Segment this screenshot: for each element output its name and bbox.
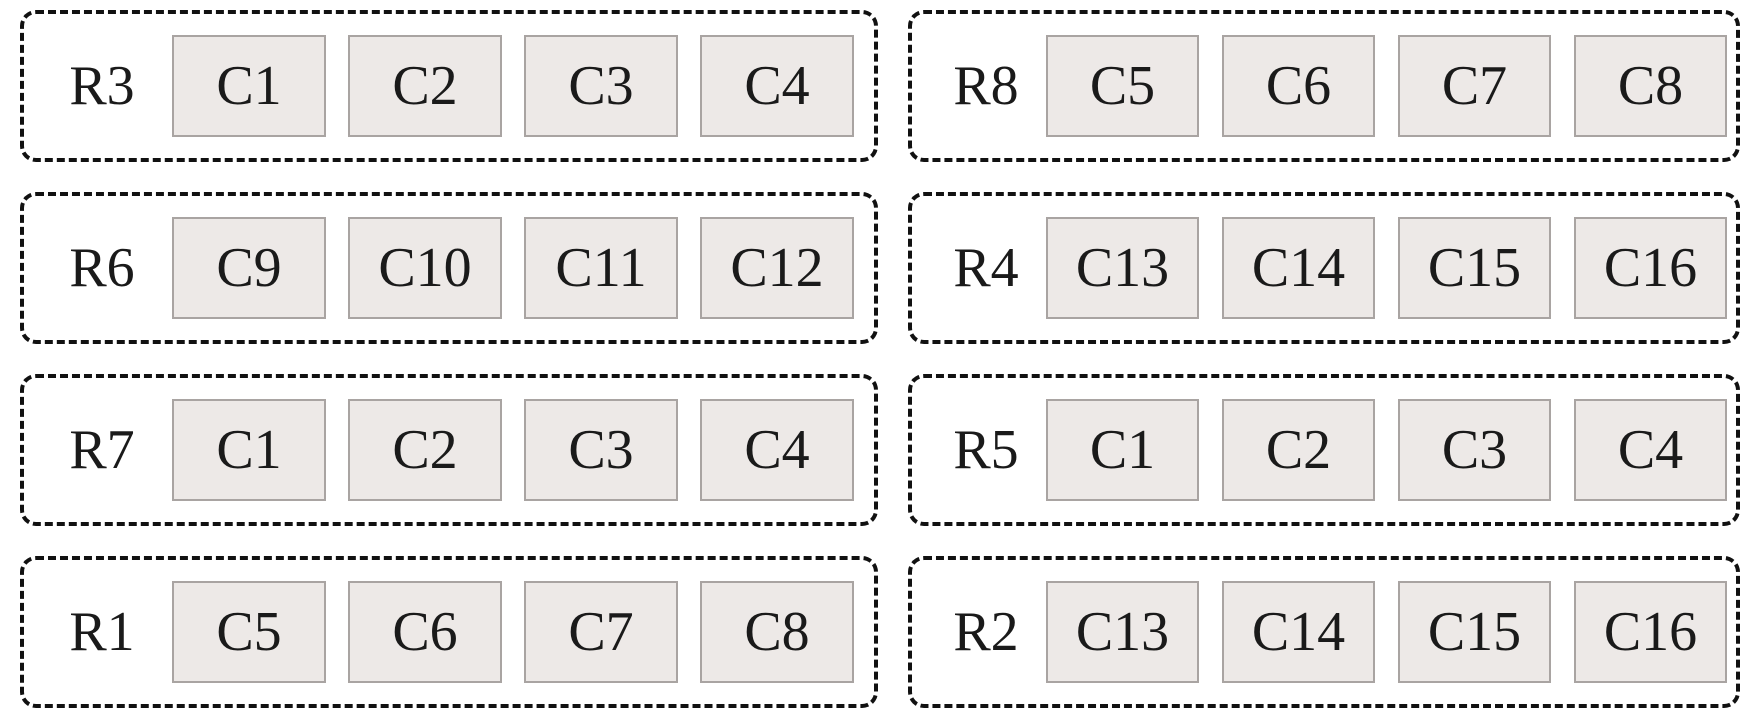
group-label: R1 <box>69 601 135 663</box>
group-r3: R3 C1 C2 C3 C4 <box>20 10 878 162</box>
group-r7: R7 C1 C2 C3 C4 <box>20 374 878 526</box>
cell-box: C14 <box>1222 217 1375 319</box>
cell-box: C16 <box>1574 581 1727 683</box>
cell-row: C5 C6 C7 C8 <box>172 581 854 683</box>
cell-box: C11 <box>524 217 678 319</box>
cell-box: C5 <box>172 581 326 683</box>
group-r8: R8 C5 C6 C7 C8 <box>908 10 1740 162</box>
cell-box: C2 <box>1222 399 1375 501</box>
cell-box: C2 <box>348 35 502 137</box>
cell-box: C3 <box>524 35 678 137</box>
cell-box: C5 <box>1046 35 1199 137</box>
cell-box: C15 <box>1398 217 1551 319</box>
cell-box: C4 <box>700 399 854 501</box>
group-r4: R4 C13 C14 C15 C16 <box>908 192 1740 344</box>
cell-box: C8 <box>1574 35 1727 137</box>
group-label: R2 <box>953 601 1019 663</box>
cell-box: C7 <box>524 581 678 683</box>
cell-row: C9 C10 C11 C12 <box>172 217 854 319</box>
cell-row: C5 C6 C7 C8 <box>1046 35 1727 137</box>
group-r5: R5 C1 C2 C3 C4 <box>908 374 1740 526</box>
group-r6: R6 C9 C10 C11 C12 <box>20 192 878 344</box>
cell-box: C8 <box>700 581 854 683</box>
group-label: R5 <box>953 419 1019 481</box>
cell-row: C1 C2 C3 C4 <box>172 399 854 501</box>
cell-box: C3 <box>1398 399 1551 501</box>
cell-row: C13 C14 C15 C16 <box>1046 217 1727 319</box>
cell-box: C13 <box>1046 217 1199 319</box>
group-label: R4 <box>953 237 1019 299</box>
cell-box: C9 <box>172 217 326 319</box>
group-label: R8 <box>953 55 1019 117</box>
group-r1: R1 C5 C6 C7 C8 <box>20 556 878 708</box>
cell-box: C6 <box>348 581 502 683</box>
cell-box: C1 <box>172 399 326 501</box>
cell-box: C1 <box>172 35 326 137</box>
cell-box: C7 <box>1398 35 1551 137</box>
cell-row: C1 C2 C3 C4 <box>172 35 854 137</box>
group-label: R6 <box>69 237 135 299</box>
cell-box: C4 <box>700 35 854 137</box>
cell-row: C13 C14 C15 C16 <box>1046 581 1727 683</box>
group-r2: R2 C13 C14 C15 C16 <box>908 556 1740 708</box>
cell-box: C10 <box>348 217 502 319</box>
cell-box: C4 <box>1574 399 1727 501</box>
group-label: R3 <box>69 55 135 117</box>
group-label: R7 <box>69 419 135 481</box>
cell-box: C2 <box>348 399 502 501</box>
cell-box: C16 <box>1574 217 1727 319</box>
cell-box: C14 <box>1222 581 1375 683</box>
cell-box: C3 <box>524 399 678 501</box>
cell-box: C15 <box>1398 581 1551 683</box>
cell-box: C1 <box>1046 399 1199 501</box>
cell-row: C1 C2 C3 C4 <box>1046 399 1727 501</box>
diagram-grid: R3 C1 C2 C3 C4 R8 C5 C6 C7 C8 R6 C9 C10 … <box>20 10 1740 708</box>
cell-box: C12 <box>700 217 854 319</box>
cell-box: C6 <box>1222 35 1375 137</box>
cell-box: C13 <box>1046 581 1199 683</box>
